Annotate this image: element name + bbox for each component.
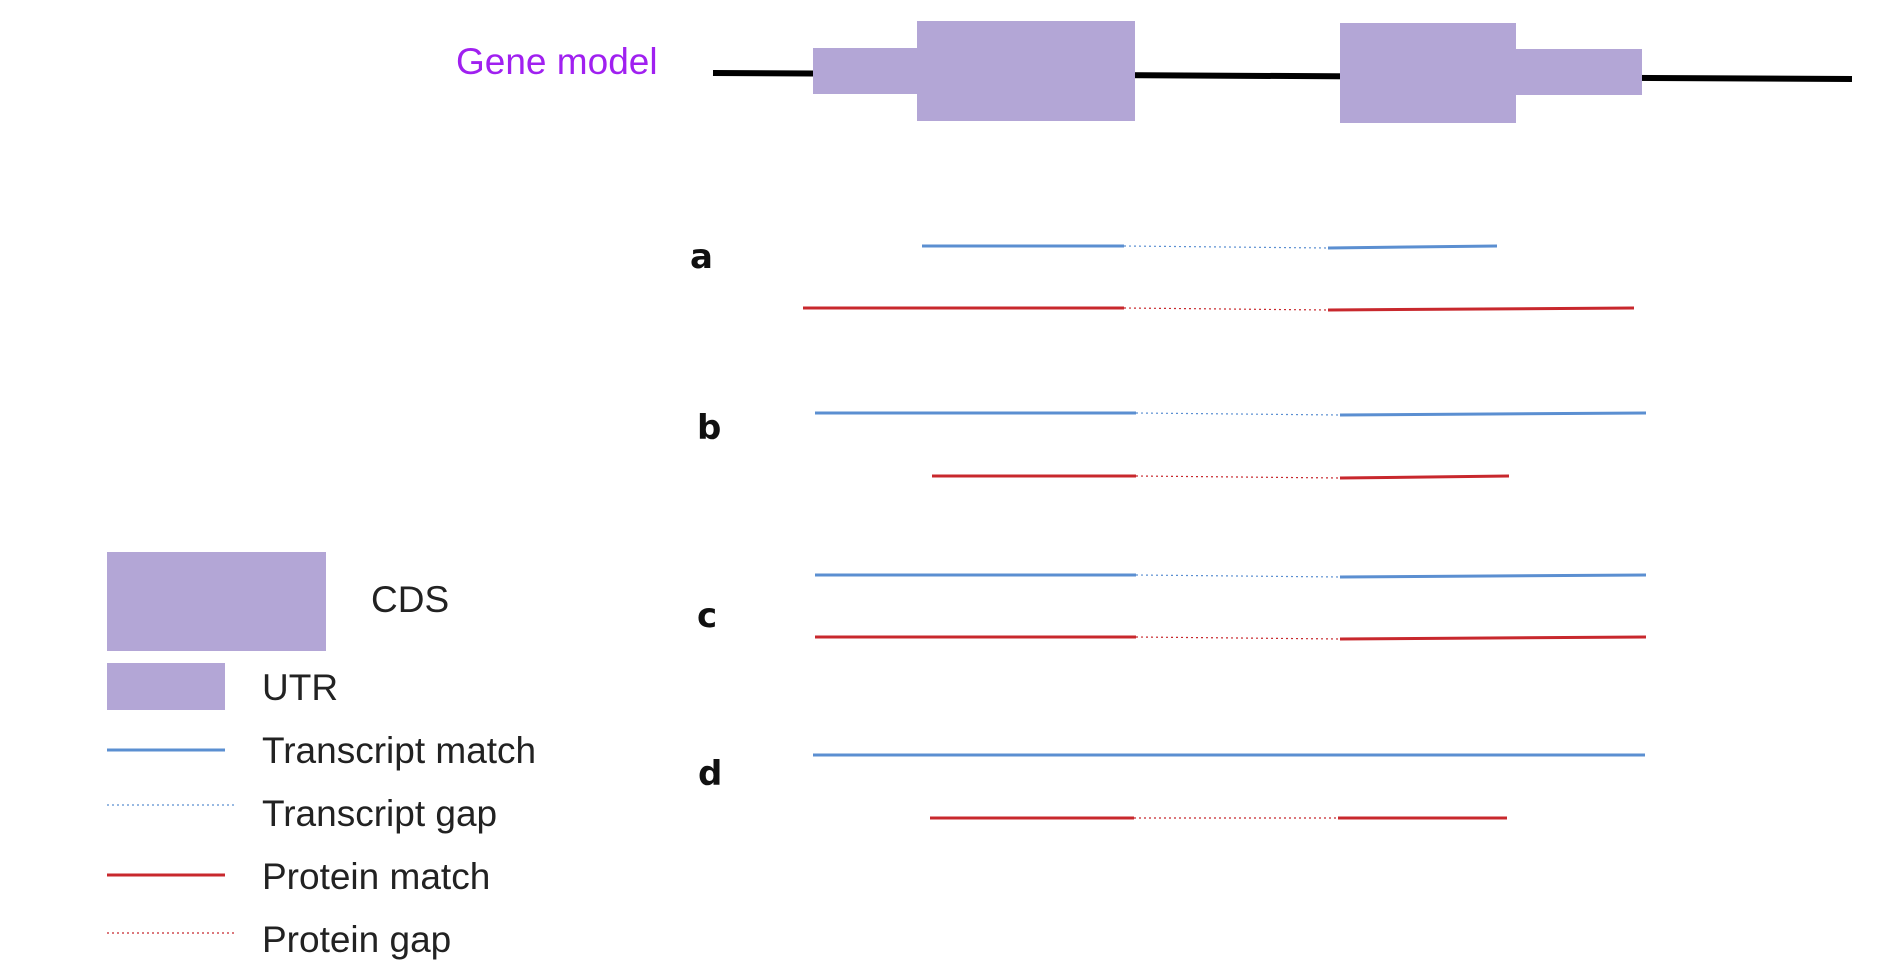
row-label-d: d: [698, 754, 722, 794]
legend-item-transcript-match: Transcript match: [107, 730, 536, 771]
transcript-match-segment: [1339, 411, 1647, 417]
protein-match-segment: [1339, 474, 1510, 480]
transcript-match-segment: [1327, 244, 1498, 250]
alignment-row-c: c: [697, 573, 1647, 641]
utr-swatch: [107, 663, 225, 710]
alignment-row-b: b: [697, 408, 1647, 480]
transcript-match-segment: [1339, 573, 1647, 579]
transcript-gap-segment: [1135, 412, 1341, 416]
protein-track: [932, 474, 1510, 480]
utr-left: [813, 48, 917, 94]
protein-gap-segment: [1123, 307, 1329, 311]
legend-item-cds: CDS: [107, 552, 449, 651]
cds-swatch: [107, 552, 326, 651]
legend: CDS UTR Transcript match Transcript gap …: [107, 552, 536, 960]
legend-item-protein-match: Protein match: [107, 856, 490, 897]
legend-label-transcript-gap: Transcript gap: [262, 793, 497, 834]
protein-gap-segment: [1135, 636, 1341, 640]
protein-match-segment: [1327, 306, 1635, 312]
cds-exon-1: [917, 21, 1135, 121]
alignment-row-d: d: [698, 753, 1645, 820]
transcript-track: [815, 411, 1647, 417]
cds-exon-2: [1340, 23, 1516, 123]
transcript-gap-segment: [1135, 574, 1341, 578]
legend-label-protein-match: Protein match: [262, 856, 490, 897]
legend-label-protein-gap: Protein gap: [262, 919, 451, 960]
legend-label-transcript-match: Transcript match: [262, 730, 536, 771]
gene-model: Gene model: [456, 21, 1853, 123]
legend-item-utr: UTR: [107, 663, 338, 710]
legend-label-cds: CDS: [371, 579, 449, 620]
protein-track: [815, 635, 1647, 641]
legend-item-transcript-gap: Transcript gap: [107, 793, 497, 834]
gene-model-label: Gene model: [456, 41, 658, 82]
transcript-track: [922, 244, 1498, 250]
protein-gap-segment: [1135, 475, 1341, 479]
utr-right: [1516, 49, 1642, 95]
row-label-b: b: [697, 408, 721, 448]
alignment-row-a: a: [690, 237, 1635, 312]
protein-match-segment: [1339, 635, 1647, 641]
legend-item-protein-gap: Protein gap: [107, 919, 451, 960]
transcript-gap-segment: [1123, 245, 1329, 249]
transcript-track: [815, 573, 1647, 579]
protein-track: [803, 306, 1635, 312]
legend-label-utr: UTR: [262, 667, 338, 708]
row-label-a: a: [690, 237, 713, 277]
row-label-c: c: [697, 596, 717, 636]
